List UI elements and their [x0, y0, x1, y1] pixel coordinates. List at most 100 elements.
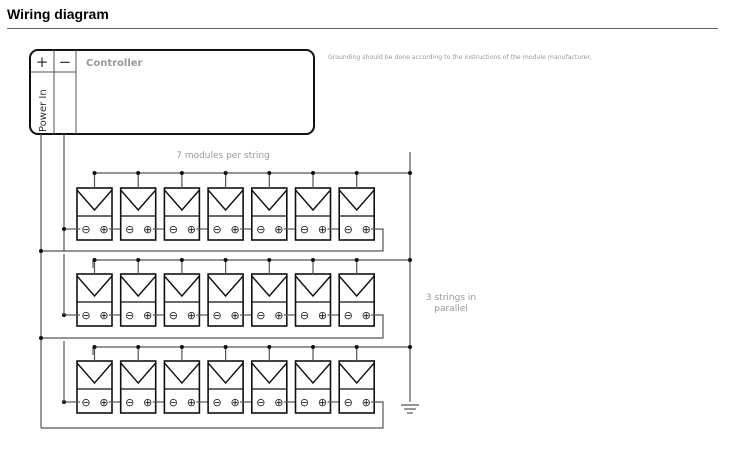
terminal-minus: ⊖	[300, 396, 309, 409]
terminal-plus: ⊕	[187, 396, 196, 409]
junction-dot	[354, 258, 359, 262]
junction-dot	[408, 171, 412, 175]
module-panel-mark	[120, 275, 157, 298]
terminal-minus: ⊖	[256, 223, 265, 236]
solar-module-icon: ⊖⊕	[76, 171, 124, 241]
junction-dot	[267, 171, 272, 175]
junction-dot	[223, 345, 228, 349]
terminal-plus: ⊕	[318, 309, 327, 322]
terminal-plus: ⊕	[362, 309, 371, 322]
ground-icon	[401, 404, 419, 414]
junction-dot	[267, 345, 272, 349]
terminal-plus: ⊕	[230, 309, 239, 322]
solar-module-icon: ⊖⊕	[163, 258, 212, 327]
solar-module-icon: ⊖⊕	[294, 345, 343, 414]
junction-dot	[179, 345, 184, 349]
junction-dot	[92, 258, 97, 262]
junction-dot	[92, 171, 97, 175]
terminal-minus: ⊖	[169, 396, 178, 409]
controller-box: + − Controller Power In	[29, 49, 315, 135]
module-panel-mark	[163, 362, 200, 385]
terminal-plus: ⊕	[274, 223, 283, 236]
solar-module-icon: ⊖⊕	[251, 258, 299, 327]
junction-dot	[223, 258, 228, 262]
strings-parallel-label-line2: parallel	[434, 304, 467, 314]
terminal-minus: ⊖	[212, 309, 221, 322]
solar-module-icon: ⊖⊕	[207, 171, 255, 241]
junction-dot	[136, 171, 141, 175]
junction-dot	[267, 258, 272, 262]
junction-dot	[408, 345, 412, 349]
terminal-plus: ⊕	[318, 223, 327, 236]
module-panel-mark	[207, 362, 244, 385]
module-panel-mark	[120, 189, 157, 212]
junction-dot	[354, 171, 359, 175]
module-panel-mark	[294, 362, 332, 385]
module-string-3: ⊖⊕⊖⊕⊖⊕⊖⊕⊖⊕⊖⊕⊖⊕	[41, 341, 412, 429]
solar-module-icon: ⊖⊕	[207, 258, 255, 327]
solar-module-icon: ⊖⊕	[163, 171, 212, 241]
solar-module-icon: ⊖⊕	[119, 345, 168, 414]
controller-minus-label: −	[59, 53, 72, 71]
module-panel-mark	[163, 275, 200, 298]
module-panel-mark	[207, 189, 244, 212]
solar-module-icon: ⊖⊕	[119, 258, 168, 327]
terminal-minus: ⊖	[300, 223, 309, 236]
grounding-note: Grounding should be done according to th…	[328, 54, 591, 61]
solar-module-icon: ⊖⊕	[338, 258, 376, 327]
solar-module-icon: ⊖⊕	[76, 345, 124, 414]
junction-dot	[408, 258, 412, 262]
module-panel-mark	[338, 362, 375, 385]
module-panel-mark	[294, 189, 332, 212]
junction-dot	[223, 171, 228, 175]
terminal-minus: ⊖	[256, 309, 265, 322]
terminal-plus: ⊕	[99, 396, 108, 409]
solar-module-icon: ⊖⊕	[251, 345, 299, 414]
solar-module-icon: ⊖⊕	[76, 258, 124, 327]
string-return-wire	[41, 401, 384, 429]
module-string-2: ⊖⊕⊖⊕⊖⊕⊖⊕⊖⊕⊖⊕⊖⊕	[39, 254, 412, 340]
terminal-plus: ⊕	[187, 309, 196, 322]
module-panel-mark	[76, 189, 113, 212]
junction-dot	[136, 345, 141, 349]
solar-module-icon: ⊖⊕	[338, 171, 376, 241]
junction-dot	[354, 345, 359, 349]
junction-dot	[311, 345, 315, 349]
terminal-minus: ⊖	[169, 309, 178, 322]
terminal-minus: ⊖	[300, 309, 309, 322]
terminal-plus: ⊕	[143, 309, 152, 322]
terminal-minus: ⊖	[81, 309, 90, 322]
controller-plus-label: +	[36, 53, 49, 71]
solar-module-icon: ⊖⊕	[338, 345, 376, 414]
terminal-plus: ⊕	[143, 396, 152, 409]
terminal-minus: ⊖	[256, 396, 265, 409]
terminal-plus: ⊕	[99, 309, 108, 322]
module-panel-mark	[251, 189, 288, 212]
terminal-plus: ⊕	[274, 309, 283, 322]
terminal-plus: ⊕	[274, 396, 283, 409]
page-title: Wiring diagram	[7, 6, 109, 22]
terminal-minus: ⊖	[212, 396, 221, 409]
solar-module-icon: ⊖⊕	[119, 171, 168, 241]
module-panel-mark	[207, 275, 244, 298]
junction-dot	[311, 171, 315, 175]
module-panel-mark	[338, 275, 375, 298]
string-return-wire	[41, 314, 384, 339]
module-panel-mark	[338, 189, 375, 212]
module-panel-mark	[76, 275, 113, 298]
terminal-minus: ⊖	[125, 396, 134, 409]
terminal-plus: ⊕	[318, 396, 327, 409]
terminal-minus: ⊖	[125, 223, 134, 236]
modules-per-string-label: 7 modules per string	[176, 151, 270, 161]
terminal-minus: ⊖	[169, 223, 178, 236]
main-wiring	[40, 134, 411, 428]
module-panel-mark	[251, 275, 288, 298]
string-return-wire	[41, 228, 384, 252]
solar-module-icon: ⊖⊕	[207, 345, 255, 414]
terminal-minus: ⊖	[344, 223, 353, 236]
module-panel-mark	[163, 189, 200, 212]
module-panel-mark	[76, 362, 113, 385]
terminal-plus: ⊕	[143, 223, 152, 236]
terminal-minus: ⊖	[125, 309, 134, 322]
